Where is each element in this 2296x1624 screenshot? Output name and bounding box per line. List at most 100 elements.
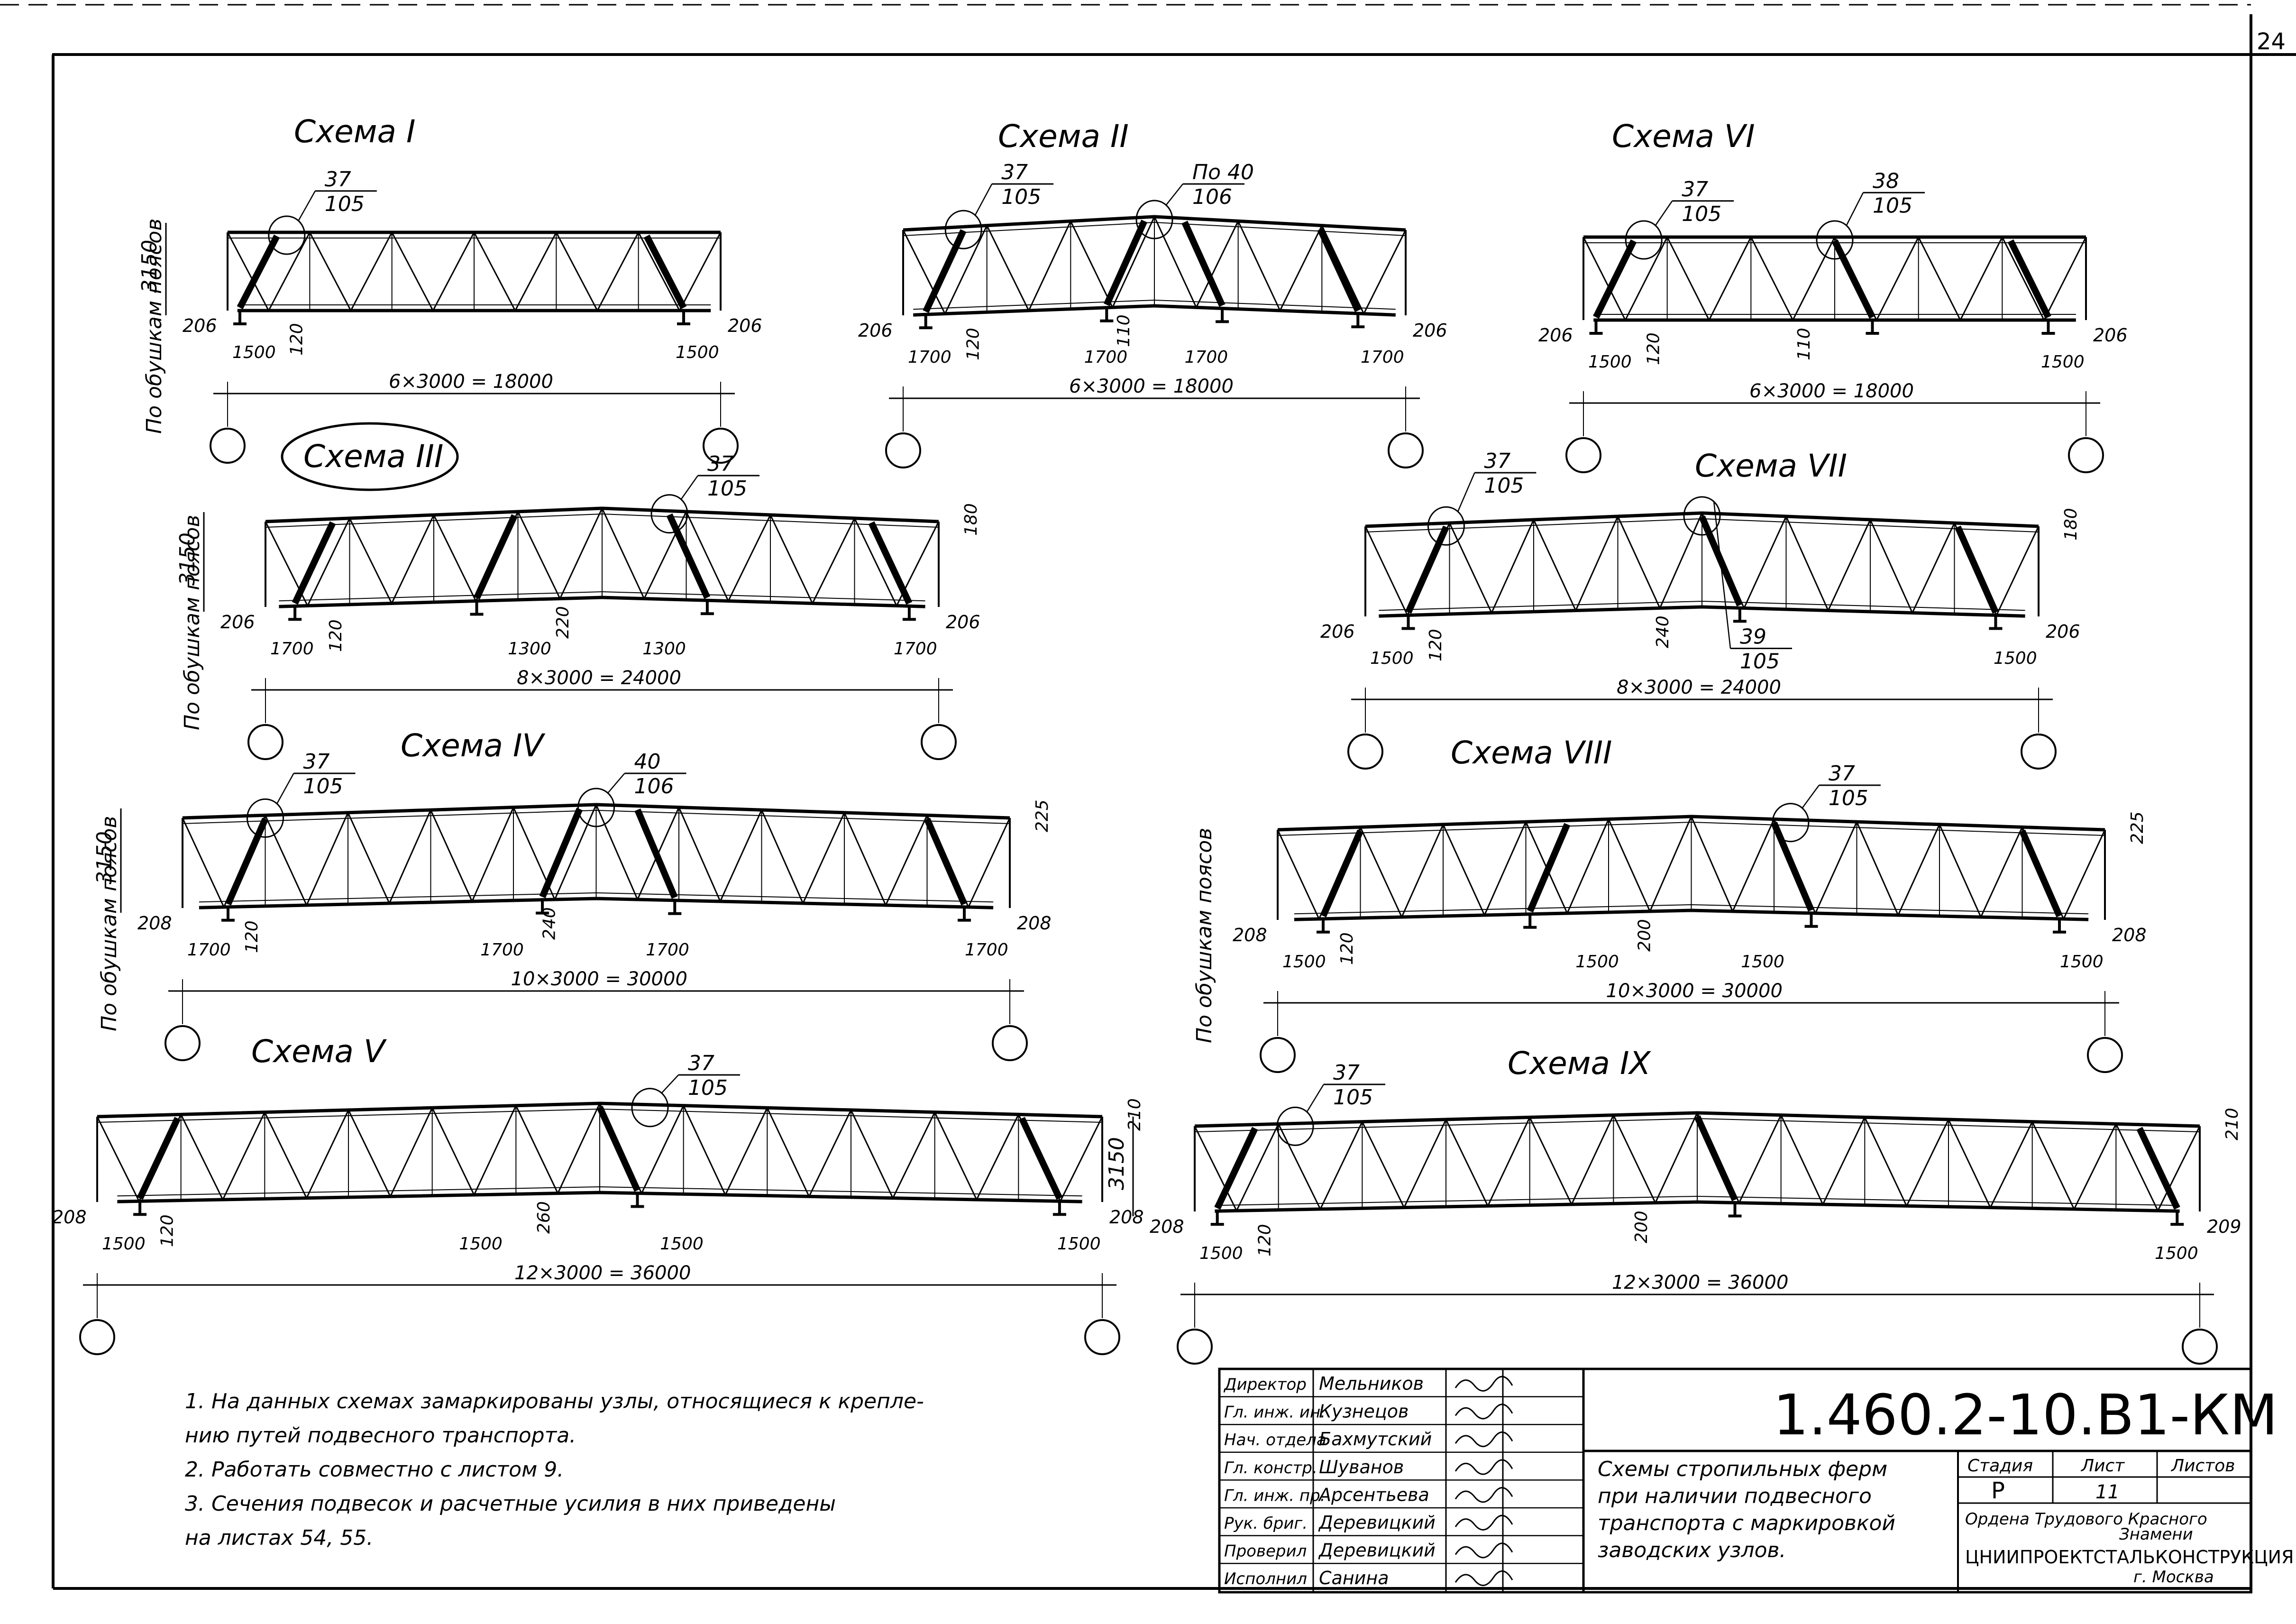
bottom-chord (279, 596, 925, 608)
mid-panel-dim: 1500 (660, 1234, 704, 1254)
hanger-offset: 120 (158, 1214, 177, 1247)
scheme-title: Схема IX (1508, 1045, 1651, 1082)
hanger-offset: 120 (964, 328, 983, 360)
left-panel-dim: 1500 (1588, 352, 1632, 372)
web-diagonal (1750, 237, 1794, 321)
sheet-label: Лист (2080, 1456, 2125, 1476)
web-diagonal (1277, 829, 1320, 919)
web-diagonal (1319, 1121, 1363, 1210)
leader-line (661, 1074, 679, 1093)
note-line: 2. Работать совместно с листом 9. (185, 1458, 564, 1482)
node-mark-bottom: 105 (1829, 786, 1868, 810)
scheme-title: Схема VI (1612, 118, 1755, 155)
web-diagonal (349, 518, 393, 604)
web-diagonal (307, 518, 350, 606)
web-diagonal (306, 1110, 349, 1199)
staff-name: Арсентьева (1317, 1484, 1429, 1505)
description-line: транспорта с маркировкой (1598, 1511, 1895, 1535)
web-diagonal (1566, 818, 1610, 914)
staff-name: Деревицкий (1318, 1512, 1436, 1533)
mid-panel-dim: 1300 (642, 639, 686, 659)
web-diagonal (761, 809, 804, 904)
span-dimension: 10×3000 = 30000 (511, 968, 687, 990)
scheme-title: Схема IV (401, 727, 545, 764)
scheme-title: Схема VII (1695, 448, 1847, 484)
node-mark-bottom: 105 (325, 192, 365, 216)
staff-role: Гл. инж. ин. (1224, 1403, 1326, 1422)
web-diagonal (556, 232, 598, 311)
web-diagonal (1612, 1115, 1656, 1203)
mid-hanger-offset: 110 (1794, 328, 1814, 360)
left-offset: 206 (1538, 325, 1573, 346)
web-diagonal (350, 232, 393, 311)
web-diagonal (1571, 1115, 1614, 1205)
scheme-title: Схема I (294, 113, 415, 150)
highlight-ring (281, 422, 459, 491)
web-diagonal (471, 807, 514, 902)
support-axis-circle (2182, 1329, 2218, 1365)
web-diagonal (1864, 1117, 1908, 1206)
note-line: 3. Сечения подвесок и расчетные усилия в… (185, 1492, 836, 1516)
signature-scribble (1454, 1487, 1513, 1503)
span-dimension: 6×3000 = 18000 (1749, 380, 1914, 402)
staff-role: Исполнил (1224, 1569, 1307, 1588)
staff-role: Рук. бриг. (1224, 1514, 1308, 1533)
web-diagonal (265, 815, 308, 906)
node-mark-top: 37 (325, 167, 351, 192)
web-diagonal (1583, 237, 1626, 321)
support-axis-circle (1347, 734, 1383, 770)
node-mark-bottom: 105 (1740, 650, 1780, 674)
hanger-offset: 120 (287, 323, 306, 356)
web-diagonal (222, 1112, 265, 1200)
web-diagonal (264, 1112, 308, 1199)
web-diagonal (683, 1105, 726, 1195)
drawing-code: 1.460.2-10.В1-КМ (1773, 1382, 2278, 1448)
web-diagonal (1948, 1119, 1991, 1208)
height-dimension: 3150 (175, 532, 200, 586)
node-mark-circle (944, 210, 982, 249)
note-line: 1. На данных схемах замаркированы узлы, … (185, 1389, 924, 1413)
hanger-diagonal (237, 234, 280, 310)
chord-reference-note: По обушкам поясов (97, 816, 121, 1031)
node-mark-top: 40 (634, 750, 661, 774)
web-diagonal (1732, 818, 1775, 912)
node-mark-bottom: 105 (303, 774, 343, 798)
web-diagonal (885, 815, 928, 906)
hanger-diagonal (1527, 823, 1571, 913)
mid-panel-dim: 1700 (646, 940, 689, 960)
node-mark-top: 37 (1829, 762, 1855, 786)
node-mark-top: 38 (1873, 169, 1899, 193)
node-mark-circle (631, 1088, 669, 1128)
support-axis-circle (992, 1025, 1028, 1061)
signature-scribble (1454, 1459, 1513, 1475)
leader-line (1655, 201, 1673, 226)
node-mark-bottom: 105 (688, 1076, 728, 1100)
right-panel-dim: 1500 (1057, 1234, 1101, 1254)
web-diagonal (1897, 824, 1940, 916)
hanger-diagonal (923, 229, 967, 313)
node-mark-circle (1683, 496, 1721, 536)
hanger-diagonal (137, 1117, 181, 1200)
stage-value: Р (1991, 1477, 2005, 1504)
web-diagonal (944, 225, 988, 314)
web-diagonal (1491, 519, 1535, 614)
hanger-offset: 120 (1644, 332, 1664, 365)
hanger-diagonal (596, 1106, 640, 1192)
web-diagonal (1361, 1121, 1405, 1208)
node-mark-top: 37 (707, 452, 734, 476)
span-dimension: 12×3000 = 36000 (514, 1262, 691, 1284)
node-mark-circle (268, 215, 306, 255)
right-panel-dim: 1500 (2041, 352, 2085, 372)
node-mark-circle (650, 494, 688, 534)
web-diagonal (557, 1103, 601, 1194)
end-height-dim: 210 (1125, 1098, 1144, 1131)
left-panel-dim: 1500 (1370, 649, 1414, 668)
leader-line (680, 475, 699, 500)
right-offset: 208 (1017, 913, 1052, 934)
signature-scribble (1454, 1542, 1513, 1559)
mid-panel-dim: 1700 (1185, 348, 1228, 367)
web-diagonal (1278, 1123, 1321, 1210)
support-axis-circle (210, 428, 246, 464)
